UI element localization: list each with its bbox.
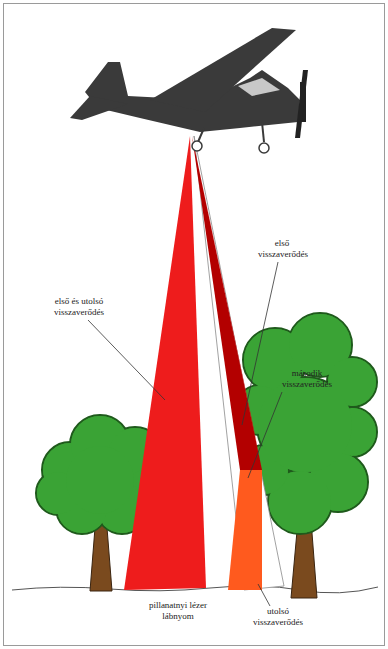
callout-label: első visszaverődés — [258, 238, 306, 260]
laser-beam — [124, 136, 206, 590]
laser-beam — [192, 136, 262, 470]
callout-label: pillanatnyi lézer lábnyom — [140, 600, 216, 622]
callout-label: első és utolsó visszaverődés — [44, 296, 114, 318]
airplane — [70, 28, 308, 153]
callout-label: második visszaverődés — [276, 368, 338, 390]
leader-line — [88, 262, 282, 606]
laser-beam — [228, 470, 262, 590]
frame — [4, 4, 385, 646]
laser-beam — [192, 136, 262, 470]
callout-label: utolsó visszaverődés — [250, 606, 306, 628]
